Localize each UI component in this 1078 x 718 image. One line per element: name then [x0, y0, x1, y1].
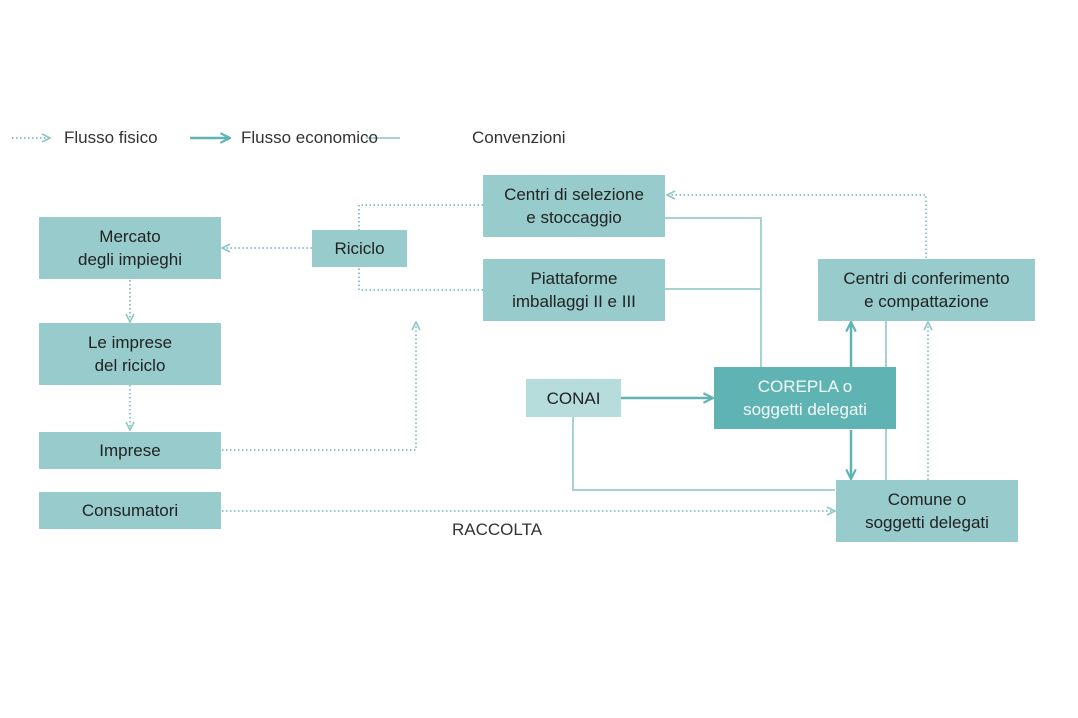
- node-piattaforme: Piattaforme imballaggi II e III: [483, 259, 665, 321]
- flow-conferimento-to-selezione: [667, 195, 927, 258]
- legend-agreements: Convenzioni: [472, 128, 566, 147]
- flow-centri-selezione-to-riciclo: [358, 204, 483, 230]
- legend-physical-flow: Flusso fisico: [64, 128, 158, 147]
- legend-economic-flow: Flusso economico: [241, 128, 379, 147]
- raccolta-label: RACCOLTA: [452, 520, 543, 539]
- node-comune: Comune o soggetti delegati: [836, 480, 1018, 542]
- node-consumatori: Consumatori: [39, 492, 221, 529]
- agreement-conai-comune: [572, 417, 835, 491]
- node-centri-conferimento: Centri di conferimento e compattazione: [818, 259, 1035, 321]
- flow-imprese-to-up: [222, 322, 416, 451]
- node-centri-selezione: Centri di selezione e stoccaggio: [483, 175, 665, 237]
- agreement-selezione-corepla: [665, 217, 762, 367]
- node-imprese: Imprese: [39, 432, 221, 469]
- node-riciclo: Riciclo: [312, 230, 407, 267]
- node-corepla: COREPLA o soggetti delegati: [714, 367, 896, 429]
- node-mercato-impieghi: Mercato degli impieghi: [39, 217, 221, 279]
- flow-piattaforme-to-riciclo: [358, 266, 483, 291]
- node-imprese-riciclo: Le imprese del riciclo: [39, 323, 221, 385]
- node-conai: CONAI: [526, 379, 621, 417]
